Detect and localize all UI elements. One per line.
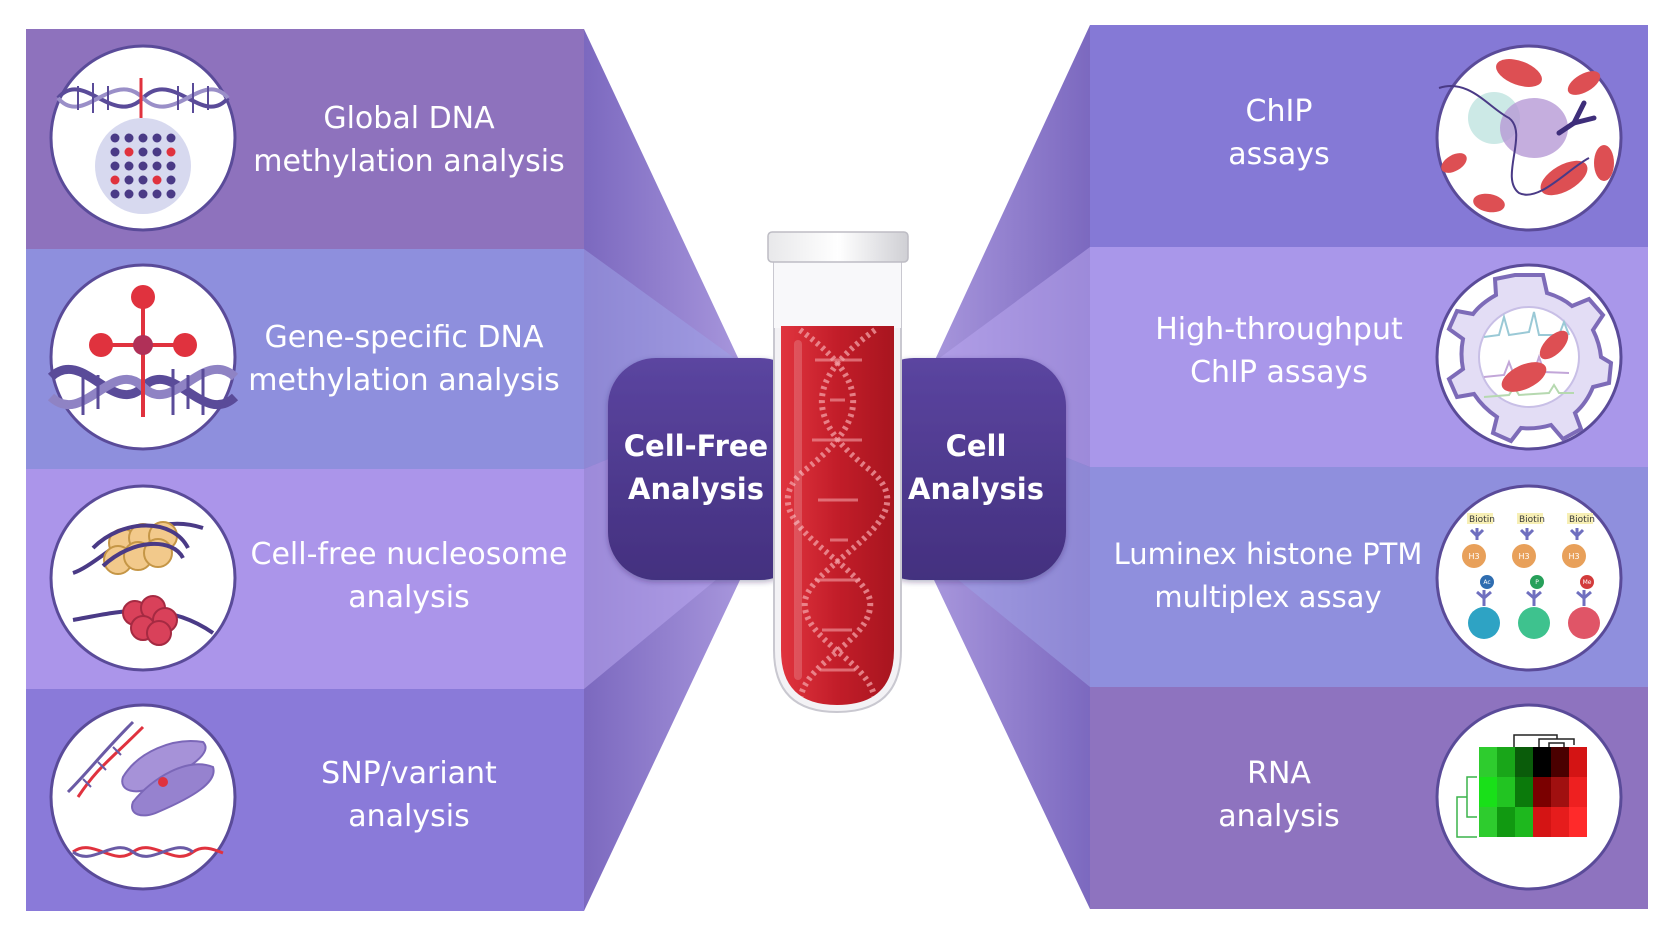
luminex-me: Me (1583, 579, 1592, 586)
chromosome-dna-icon (49, 703, 237, 891)
luminex-h3-2: H3 (1518, 552, 1529, 561)
left-panel-1-line2: methylation analysis (253, 144, 565, 179)
left-panel-4-label: SNP/variant analysis (230, 752, 588, 838)
luminex-h3-3: H3 (1568, 552, 1579, 561)
left-panel-1-label: Global DNA methylation analysis (230, 97, 588, 183)
heatmap-icon (1435, 703, 1623, 891)
cell-line1: Cell (945, 429, 1007, 463)
cell-free-line2: Analysis (628, 472, 764, 506)
right-panel-4-label: RNA analysis (1100, 752, 1458, 838)
heatmap-grid (1479, 747, 1587, 837)
luminex-biotin-1: Biotin (1469, 515, 1495, 525)
right-panel-2-label: High-throughput ChIP assays (1100, 308, 1458, 394)
left-panel-4-line1: SNP/variant (321, 756, 497, 791)
cell-free-analysis-label: Cell-Free Analysis (612, 425, 780, 511)
methylation-dot-grid (110, 133, 176, 199)
right-panel-1-line2: assays (1228, 137, 1330, 172)
left-panel-3-label: Cell-free nucleosome analysis (230, 533, 588, 619)
dna-helix-in-tube (784, 327, 891, 701)
luminex-h3-1: H3 (1468, 552, 1479, 561)
right-panel-3-line1: Luminex histone PTM (1113, 537, 1423, 571)
left-panel-2-label: Gene-specific DNA methylation analysis (225, 316, 583, 402)
left-panel-2-line1: Gene-specific DNA (264, 320, 544, 355)
left-panel-4-line2: analysis (348, 799, 470, 834)
left-panel-3-line1: Cell-free nucleosome (250, 537, 568, 572)
tube-cap (767, 231, 909, 263)
luminex-biotin-3: Biotin (1569, 515, 1595, 525)
right-panel-2-line2: ChIP assays (1190, 355, 1368, 390)
heatmap-dendrogram-side (1456, 776, 1477, 838)
luminex-beads-icon: Biotin Biotin Biotin H3 H3 H3 Ac P Me (1435, 484, 1623, 672)
right-panel-3-label: Luminex histone PTM multiplex assay (1082, 533, 1454, 619)
right-center-pill (866, 358, 1066, 580)
right-panel-1-label: ChIP assays (1100, 90, 1458, 176)
right-panel-1-line1: ChIP (1245, 94, 1313, 129)
blood-tube-icon (767, 231, 909, 714)
methyl-group-dna-icon (47, 263, 239, 451)
left-panel-3-line2: analysis (348, 580, 470, 615)
left-panel-2-line2: methylation analysis (248, 363, 560, 398)
cell-analysis-label: Cell Analysis (900, 425, 1052, 511)
heatmap-dendrogram (1513, 734, 1575, 747)
right-panel-2-line1: High-throughput (1155, 312, 1403, 347)
luminex-ac: Ac (1483, 579, 1490, 586)
left-panel-1-line1: Global DNA (323, 101, 495, 136)
chromatin-antibody-icon (1435, 44, 1623, 232)
left-center-pill (608, 358, 808, 580)
nucleosome-icon (49, 484, 237, 672)
cell-free-line1: Cell-Free (623, 429, 769, 463)
gear-chip-icon (1435, 263, 1623, 451)
right-panel-3-line2: multiplex assay (1154, 580, 1382, 614)
cell-line2: Analysis (908, 472, 1044, 506)
dna-methylation-grid-icon (49, 44, 237, 232)
luminex-p: P (1535, 579, 1539, 586)
right-panel-4-line1: RNA (1247, 756, 1311, 791)
luminex-biotin-2: Biotin (1519, 515, 1545, 525)
right-panel-4-line2: analysis (1218, 799, 1340, 834)
